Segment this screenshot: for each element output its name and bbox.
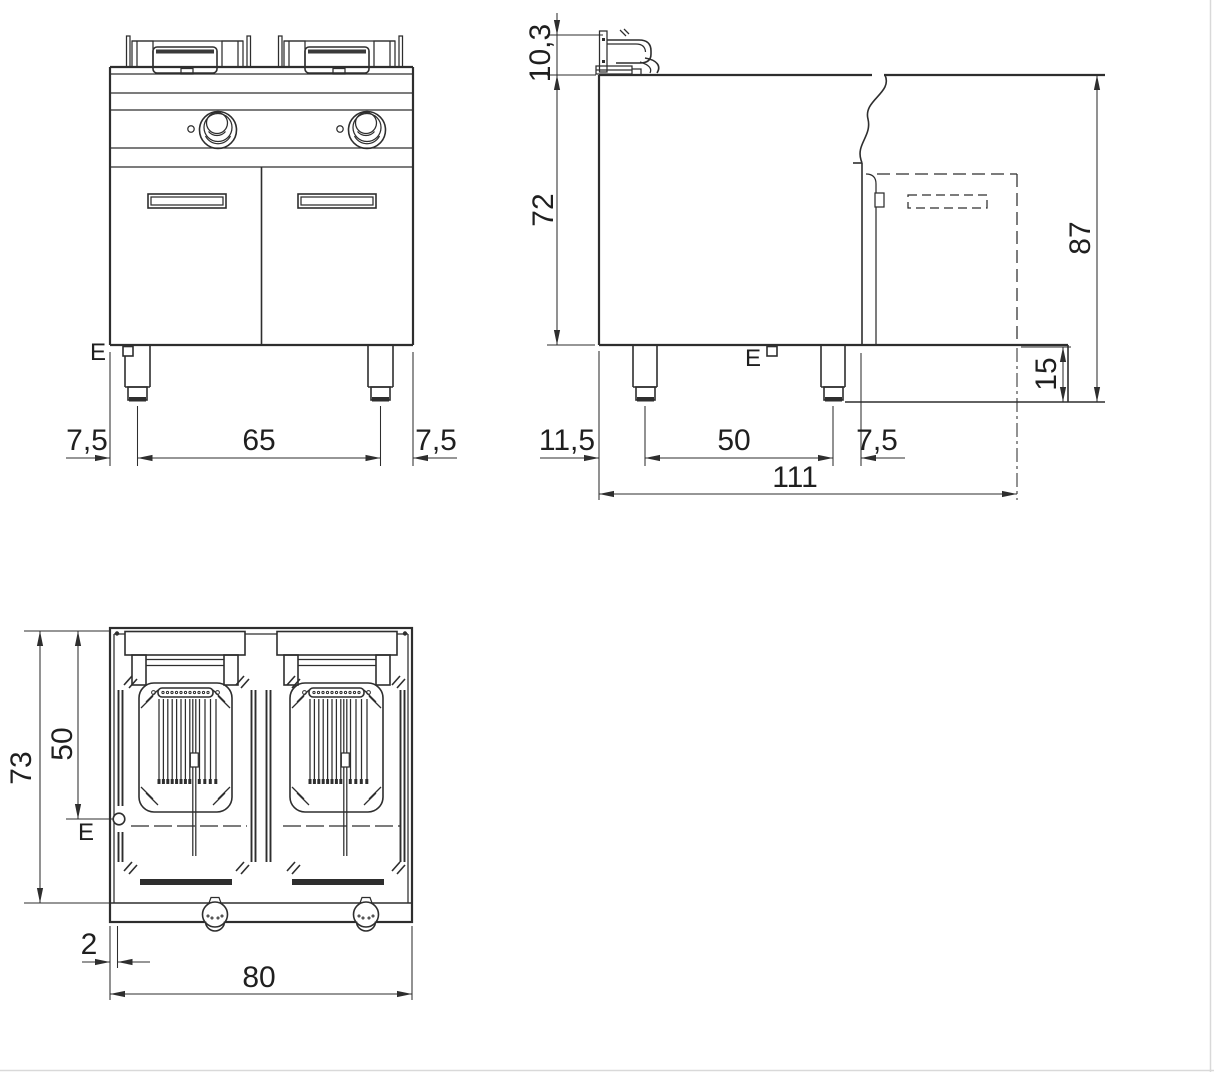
- leg-right: [367, 345, 394, 402]
- dashed-door-handle: [907, 194, 988, 209]
- side-leg-front: [632, 345, 658, 402]
- top-basket-handle-right: [276, 630, 398, 686]
- indicator-light-right: [336, 125, 344, 133]
- cabinet-body: [108, 65, 415, 347]
- electrical-connection-marker: [122, 345, 134, 357]
- basket-handle-left: [125, 35, 252, 75]
- side-leg-rear: [820, 345, 846, 402]
- screw-dot-right: [402, 631, 408, 636]
- heater-manifold-left: [157, 687, 214, 698]
- side-basket-handle: [595, 28, 660, 75]
- front-view: E 7,5 65 7,5: [66, 35, 457, 466]
- top-view: 73 50 E 2 80: [5, 626, 414, 1000]
- front-bar-left: [140, 879, 232, 885]
- top-dim-total-width: 80: [242, 961, 275, 994]
- manifold-dots-left: [151, 690, 220, 695]
- manifold-dots-right: [302, 690, 371, 695]
- side-dimension-lines: [540, 13, 1101, 500]
- dashed-substructure: [877, 173, 1018, 345]
- top-dimension-lines: [24, 630, 413, 1000]
- indicator-light-left: [187, 125, 195, 133]
- electrical-connection-label-top: E: [78, 819, 94, 846]
- heater-manifold-right: [308, 687, 365, 698]
- break-line: [859, 74, 888, 164]
- door-handle-right: [297, 193, 377, 209]
- side-view: E 10,3 72 87 15 11,5 50 7,5: [524, 13, 1105, 500]
- side-dim-rear-inset: 7,5: [856, 424, 898, 457]
- control-knob-left: [187, 110, 238, 150]
- control-knob-right: [336, 110, 387, 150]
- top-knob-left: [201, 896, 229, 932]
- side-body: [597, 73, 1105, 347]
- basket-handle-right: [277, 35, 404, 75]
- electrical-connection-label-side: E: [745, 345, 761, 372]
- top-knob-right: [352, 896, 380, 932]
- fryer-well-left: [138, 682, 233, 856]
- corner-hatches: [123, 675, 406, 875]
- slide-rails: [117, 690, 406, 862]
- side-dim-leg-spacing: 50: [717, 424, 750, 457]
- front-dim-left-offset: 7,5: [66, 424, 108, 457]
- side-dim-plinth-height: 15: [1030, 357, 1063, 390]
- front-dimension-lines: [66, 352, 457, 466]
- front-dim-leg-spacing: 65: [242, 424, 275, 457]
- top-dim-connection-depth: 50: [46, 727, 79, 760]
- screw-dot-left: [114, 631, 120, 636]
- front-dim-right-offset: 7,5: [415, 424, 457, 457]
- electrical-connection-point: [112, 812, 126, 826]
- fryer-well-right: [289, 682, 384, 856]
- heating-elements-right: [309, 699, 368, 779]
- heating-elements-left: [158, 699, 217, 779]
- top-basket-handle-left: [124, 630, 246, 686]
- top-dim-side-inset: 2: [81, 928, 98, 961]
- electrical-connection-marker-side: [766, 345, 778, 357]
- side-dim-total-height: 87: [1064, 221, 1097, 254]
- side-dim-worktop-height: 72: [527, 193, 560, 226]
- side-dim-basket-height: 10,3: [524, 24, 557, 82]
- electrical-connection-label: E: [90, 339, 106, 366]
- door-handle-left: [147, 193, 227, 209]
- front-bar-right: [292, 879, 384, 885]
- side-dim-front-inset: 11,5: [539, 424, 595, 457]
- plinth: [845, 345, 1105, 403]
- side-dim-total-depth: 111: [772, 461, 818, 494]
- top-dim-total-depth: 73: [5, 751, 38, 784]
